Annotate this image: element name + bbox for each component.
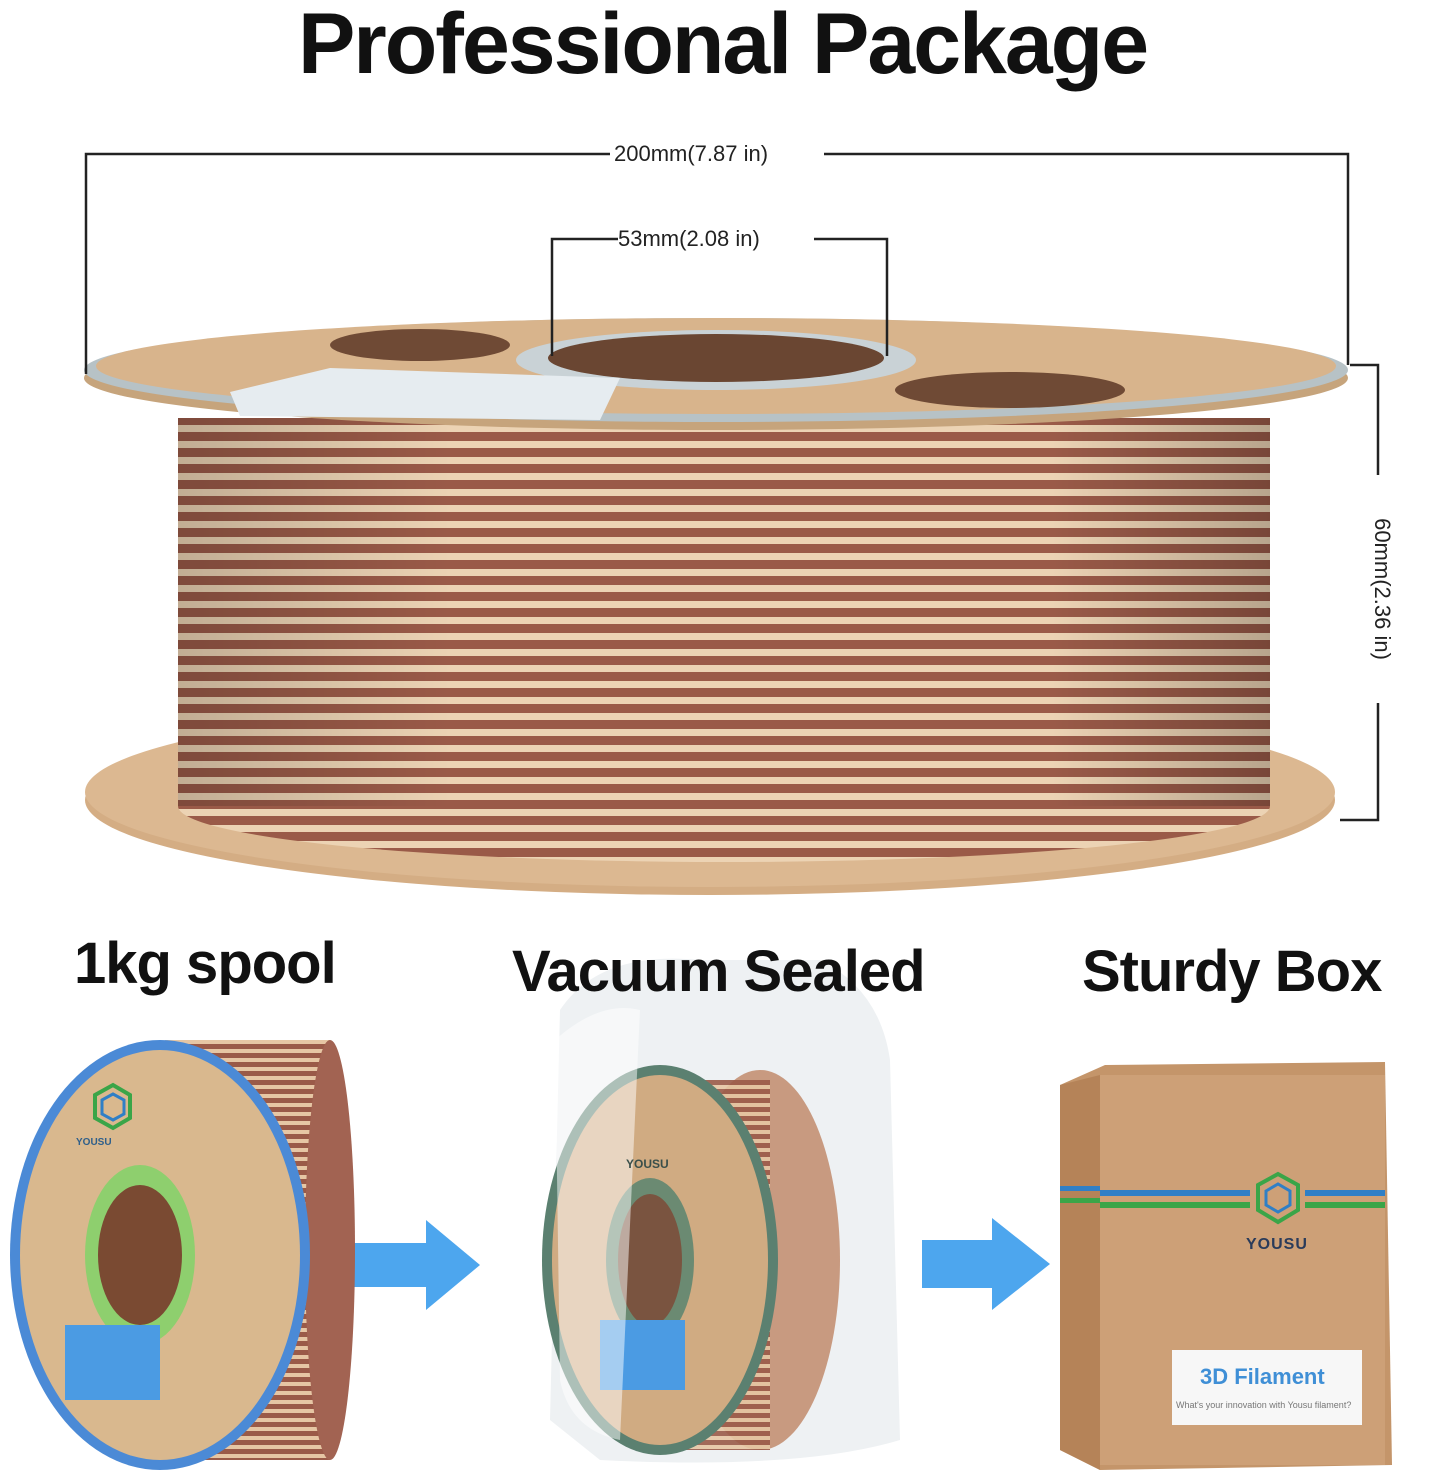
spool-hub-hole: [548, 334, 884, 382]
brand-logo-icon: [1256, 1171, 1300, 1225]
box-product-text: 3D Filament: [1200, 1364, 1325, 1389]
vacuum-sealed-spool-image: [542, 958, 900, 1463]
page-title: Professional Package: [297, 0, 1149, 92]
arrow-icon: [922, 1218, 1050, 1310]
inner-diameter-label: 53mm(2.08 in): [618, 226, 760, 252]
spool-brand-text: YOUSU: [76, 1137, 112, 1148]
outer-diameter-label: 200mm(7.87 in): [610, 141, 773, 167]
vacuum-spool-brand-text: YOUSU: [626, 1157, 669, 1171]
step-label-vacuum-sealed: Vacuum Sealed: [512, 939, 926, 1004]
spool-label: [230, 368, 620, 420]
sturdy-box-image: [1060, 1062, 1392, 1470]
small-spool-image: [10, 1040, 355, 1470]
box-brand-text: YOUSU: [1246, 1236, 1308, 1253]
height-label: 60mm(2.36 in): [1369, 475, 1395, 703]
box-tagline-text: What's your innovation with Yousu filame…: [1176, 1400, 1352, 1410]
dimension-lines: [84, 152, 1380, 822]
arrow-icon: [350, 1220, 480, 1310]
box-label: [1172, 1350, 1362, 1425]
step-label-1kg-spool: 1kg spool: [74, 931, 337, 996]
step-label-sturdy-box: Sturdy Box: [1082, 939, 1382, 1004]
